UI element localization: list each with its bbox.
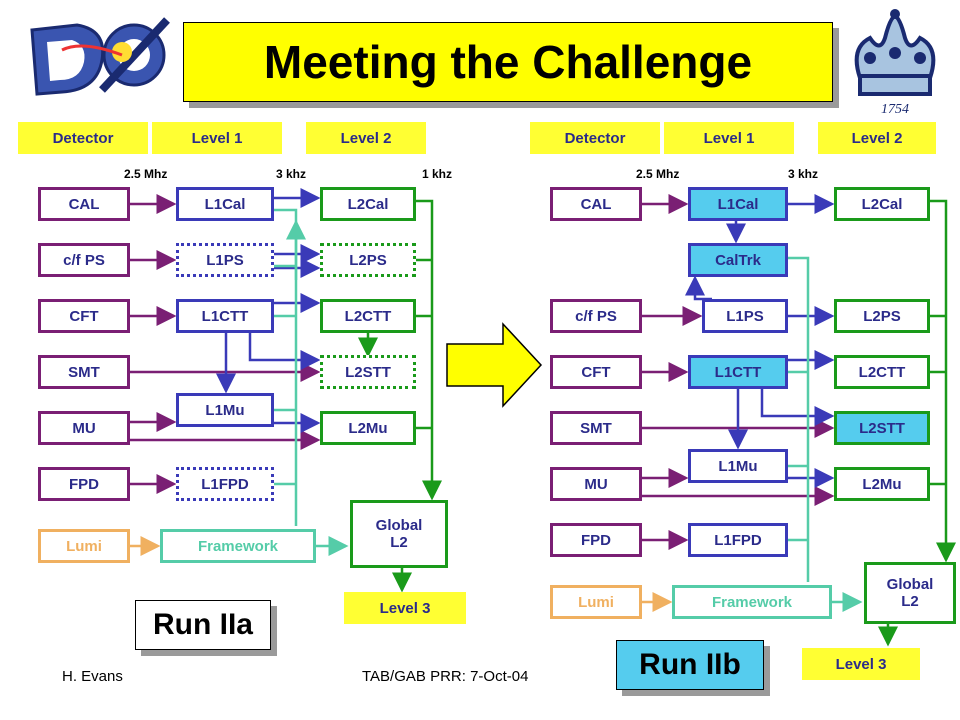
right-l1-mu: L1Mu [688, 449, 788, 483]
run-iia-label: Run IIa [135, 600, 271, 650]
left-det-cal: CAL [38, 187, 130, 221]
left-header-level2: Level 2 [306, 122, 426, 154]
left-det-mu: MU [38, 411, 130, 445]
svg-text:1754: 1754 [881, 102, 909, 117]
left-global-l2: Global L2 [350, 500, 448, 568]
right-global-l2: Global L2 [864, 562, 956, 624]
right-global-l2-line1: Global [886, 576, 934, 593]
left-det-smt: SMT [38, 355, 130, 389]
right-det-cal: CAL [550, 187, 642, 221]
right-l2-ps: L2PS [834, 299, 930, 333]
footer-meeting: TAB/GAB PRR: 7-Oct-04 [362, 668, 529, 685]
right-l2-cal: L2Cal [834, 187, 930, 221]
right-l2-mu: L2Mu [834, 467, 930, 501]
slide-title: Meeting the Challenge [183, 22, 833, 102]
right-header-detector: Detector [530, 122, 660, 154]
right-det-smt: SMT [550, 411, 642, 445]
columbia-crown-logo: 1754 [854, 9, 936, 117]
right-det-cft: CFT [550, 355, 642, 389]
right-l2-ctt: L2CTT [834, 355, 930, 389]
left-level3: Level 3 [344, 592, 466, 624]
right-lumi: Lumi [550, 585, 642, 619]
right-global-l2-line2: L2 [901, 593, 919, 610]
right-level3: Level 3 [802, 648, 920, 680]
run-iib-label: Run IIb [616, 640, 764, 690]
right-l1-ctt: L1CTT [688, 355, 788, 389]
left-header-detector: Detector [18, 122, 148, 154]
right-det-mu: MU [550, 467, 642, 501]
left-det-fpd: FPD [38, 467, 130, 501]
right-l1-cal: L1Cal [688, 187, 788, 221]
left-global-l2-line1: Global [375, 517, 423, 534]
left-l1-fpd: L1FPD [176, 467, 274, 501]
right-det-cfps: c/f PS [550, 299, 642, 333]
left-l2-ps: L2PS [320, 243, 416, 277]
right-rate-l2: 3 khz [788, 167, 819, 181]
right-l1-ps: L1PS [702, 299, 788, 333]
right-header-level1: Level 1 [664, 122, 794, 154]
right-rate-l1: 2.5 Mhz [636, 167, 680, 181]
right-l1-fpd: L1FPD [688, 523, 788, 557]
left-det-cfps: c/f PS [38, 243, 130, 277]
left-l1-cal: L1Cal [176, 187, 274, 221]
right-header-level2: Level 2 [818, 122, 936, 154]
left-l1-mu: L1Mu [176, 393, 274, 427]
left-rate-l1: 2.5 Mhz [124, 167, 168, 181]
left-lumi: Lumi [38, 529, 130, 563]
left-l2-cal: L2Cal [320, 187, 416, 221]
left-l1-ctt: L1CTT [176, 299, 274, 333]
left-l2-mu: L2Mu [320, 411, 416, 445]
right-l2-stt: L2STT [834, 411, 930, 445]
left-header-level1: Level 1 [152, 122, 282, 154]
left-rate-l2: 3 khz [276, 167, 307, 181]
footer-author: H. Evans [62, 668, 123, 685]
left-det-cft: CFT [38, 299, 130, 333]
left-l2-stt: L2STT [320, 355, 416, 389]
left-global-l2-line2: L2 [390, 534, 408, 551]
right-det-fpd: FPD [550, 523, 642, 557]
left-l1-ps: L1PS [176, 243, 274, 277]
dzero-logo [30, 17, 170, 96]
right-framework: Framework [672, 585, 832, 619]
left-l2-ctt: L2CTT [320, 299, 416, 333]
left-framework: Framework [160, 529, 316, 563]
left-rate-l3: 1 khz [422, 167, 453, 181]
arrow-right-icon [446, 322, 543, 408]
right-l1-caltrk: CalTrk [688, 243, 788, 277]
